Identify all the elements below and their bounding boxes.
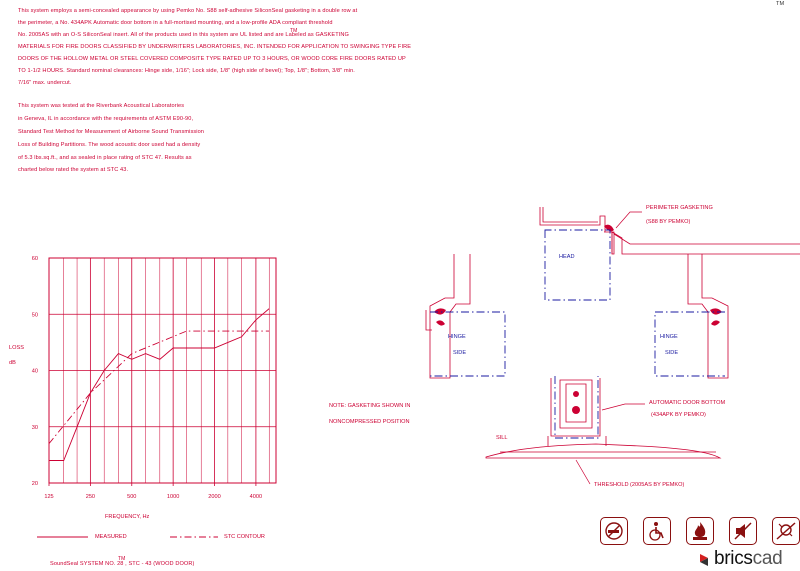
test-line: of 5.3 lbs.sq.ft., and as sealed in plac… (18, 155, 192, 161)
brand-name-b: cad (752, 548, 783, 569)
trademark-mark: TM (776, 1, 785, 7)
side-right-label: SIDE (665, 350, 679, 356)
wheelchair-accessible-icon (643, 517, 671, 545)
test-line: Loss of Building Partitions. The wood ac… (18, 142, 201, 148)
x-axis-label: FREQUENCY, Hz (105, 514, 150, 520)
x-tick-label: 125 (44, 494, 53, 500)
door-head-outline (544, 229, 611, 301)
perimeter-leader (615, 211, 642, 229)
y-tick-label: 40 (32, 369, 38, 375)
door-left-outline (430, 311, 506, 377)
description-line: MATERIALS FOR FIRE DOORS CLASSIFIED BY U… (18, 44, 412, 50)
series-line-stc-contour (48, 330, 270, 444)
test-line: Standard Test Method for Measurement of … (18, 129, 205, 135)
x-tick-label: 500 (127, 494, 136, 500)
side-left-label: SIDE (453, 350, 467, 356)
description-line: TO 1-1/2 HOURS. Standard nominal clearan… (18, 68, 355, 74)
head-seal (604, 224, 614, 232)
right-jamb (687, 254, 729, 379)
head-label: HEAD (559, 254, 575, 260)
door-bottom-outline (554, 376, 599, 439)
brand-name-a: brics (714, 548, 753, 569)
y-tick-label: 50 (32, 312, 38, 318)
no-sound-icon (729, 517, 757, 545)
x-tick-label: 4000 (250, 494, 262, 500)
test-line: in Geneva, IL in accordance with the req… (18, 116, 194, 122)
description-line: 7/16" max. undercut. (18, 80, 72, 86)
perimeter-gasketing-label: PERIMETER GASKETING (646, 205, 713, 211)
threshold-leader (575, 459, 591, 485)
description-line: DOORS OF THE HOLLOW METAL OR STEEL COVER… (18, 56, 406, 62)
inline-trademark: TM (290, 28, 298, 34)
test-line: charted below rated the system at STC 43… (18, 167, 129, 173)
hinge-left-label: HINGE (448, 334, 466, 340)
no-smoking-icon (600, 517, 628, 545)
head-jamb-right (611, 231, 800, 255)
hinge-right-label: HINGE (660, 334, 678, 340)
adb-housing (559, 379, 593, 429)
description-line: This system employs a semi-concealed app… (18, 8, 358, 14)
sill-label: SILL (496, 435, 508, 441)
y-axis-label: LOSS dB (9, 345, 24, 366)
right-seal-top (710, 308, 722, 315)
system-caption: SoundSeal SYSTEM NO. 28 , STC - 43 (WOOD… (50, 561, 195, 567)
description-line: the perimeter, a No. 434APK Automatic do… (18, 20, 333, 26)
x-tick-label: 250 (86, 494, 95, 500)
x-tick-label: 2000 (208, 494, 220, 500)
y-tick-label: 20 (32, 481, 38, 487)
right-seal-bottom (711, 320, 720, 326)
description-line: No. 2005AS with an O-S SiliconSeal inser… (18, 32, 349, 38)
threshold (485, 443, 722, 459)
test-line: This system was tested at the Riverbank … (18, 103, 185, 109)
x-tick-label: 1000 (167, 494, 179, 500)
threshold-label: THRESHOLD (2005AS BY PEMKO) (594, 482, 685, 488)
series-line-measured (49, 308, 270, 461)
y-tick-label: 60 (32, 256, 38, 262)
note-line-1: NOTE: GASKETING SHOWN IN (329, 403, 411, 409)
bricscad-logo: bricscad (714, 548, 783, 570)
adb-label: AUTOMATIC DOOR BOTTOM (649, 400, 726, 406)
fire-rated-icon (686, 517, 714, 545)
y-tick-label: 30 (32, 425, 38, 431)
door-right-outline (654, 311, 725, 377)
legend-measured-label: MEASURED (95, 534, 127, 540)
adb-leader (601, 403, 645, 411)
door-bottom (550, 378, 601, 437)
left-jamb (429, 254, 471, 379)
adb-sub-label: (434APK BY PEMKO) (651, 412, 706, 418)
note-line-2: NONCOMPRESSED POSITION (329, 419, 410, 425)
caption-trademark: TM (118, 556, 126, 562)
legend-contour-label: STC CONTOUR (224, 534, 265, 540)
left-seal-bottom (436, 320, 445, 326)
left-seal-top (434, 308, 446, 315)
perimeter-gasketing-sub: (S88 BY PEMKO) (646, 219, 691, 225)
